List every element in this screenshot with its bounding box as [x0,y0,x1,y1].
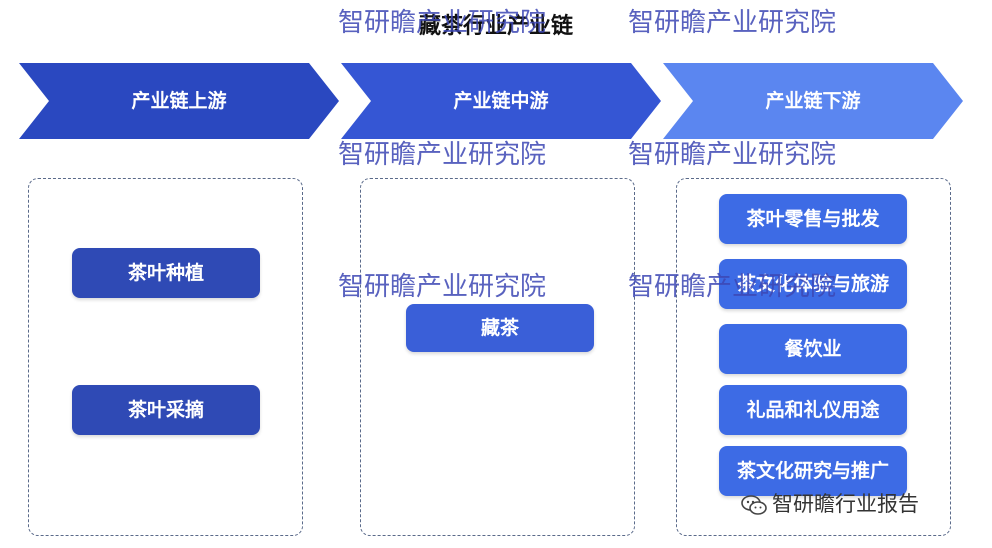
item-tea-planting: 茶叶种植 [72,248,260,298]
stage-midstream-header: 产业链中游 [341,63,661,139]
diagram-title: 藏茶行业产业链 [418,14,573,39]
wechat-icon [741,495,767,515]
item-tea-picking: 茶叶采摘 [72,385,260,435]
item-retail-wholesale: 茶叶零售与批发 [719,194,907,244]
stage-midstream-label: 产业链中游 [453,90,549,112]
watermark: 智研瞻产业研究院 [628,140,837,170]
watermark: 智研瞻产业研究院 [338,8,547,38]
watermark: 智研瞻产业研究院 [628,272,837,302]
stage-upstream-header: 产业链上游 [19,63,339,139]
upstream-panel [28,178,303,536]
item-catering: 餐饮业 [719,324,907,374]
item-culture-research: 茶文化研究与推广 [719,446,907,496]
footer-brand: 智研瞻行业报告 [740,488,919,518]
stage-downstream-header: 产业链下游 [663,63,963,139]
midstream-panel [360,178,635,536]
watermark: 智研瞻产业研究院 [628,8,837,38]
downstream-panel [676,178,951,536]
stage-downstream-label: 产业链下游 [765,90,861,112]
item-gift-etiquette: 礼品和礼仪用途 [719,385,907,435]
item-tibetan-tea: 藏茶 [406,304,594,352]
watermark: 智研瞻产业研究院 [338,272,547,302]
watermark: 智研瞻产业研究院 [338,140,547,170]
item-culture-tourism: 茶文化体验与旅游 [719,259,907,309]
stage-upstream-label: 产业链上游 [131,90,227,112]
footer-text: 智研瞻行业报告 [772,492,919,516]
